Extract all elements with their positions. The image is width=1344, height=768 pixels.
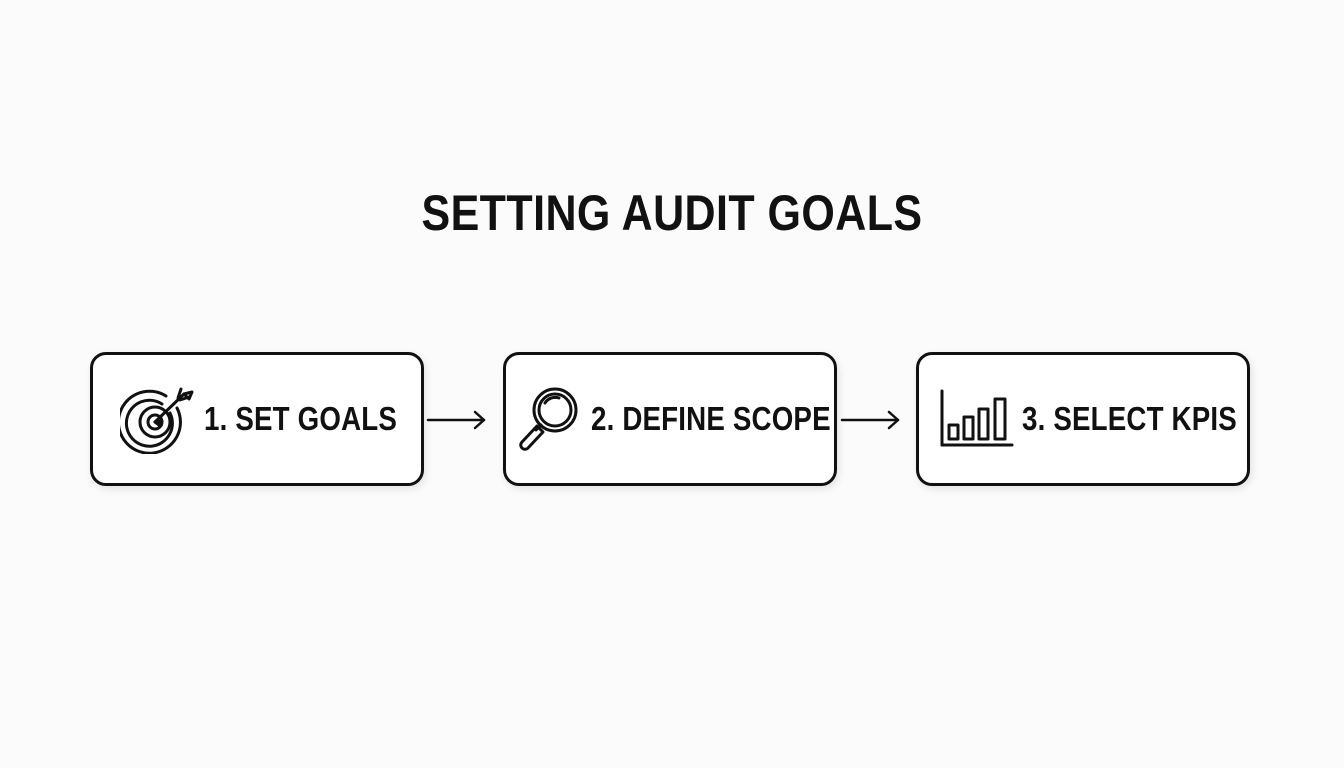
- step-box-define-scope: 2. DEFINE SCOPE: [503, 352, 837, 486]
- step-content: 2. DEFINE SCOPE: [515, 384, 831, 454]
- magnifying-glass-icon: [515, 384, 583, 454]
- step-box-select-kpis: 3. SELECT KPIS: [916, 352, 1250, 486]
- arrow-right-icon: [840, 408, 902, 432]
- page-title: SETTING AUDIT GOALS: [421, 185, 923, 241]
- bar-chart-icon: [938, 387, 1014, 451]
- step-label-select-kpis: 3. SELECT KPIS: [1022, 400, 1237, 437]
- step-content: 1. SET GOALS: [117, 384, 398, 455]
- step-box-set-goals: 1. SET GOALS: [90, 352, 424, 486]
- step-content: 3. SELECT KPIS: [938, 387, 1237, 451]
- target-icon: [117, 384, 196, 455]
- step-label-define-scope: 2. DEFINE SCOPE: [591, 400, 832, 437]
- step-label-set-goals: 1. SET GOALS: [204, 400, 398, 437]
- arrow-right-icon: [426, 408, 488, 432]
